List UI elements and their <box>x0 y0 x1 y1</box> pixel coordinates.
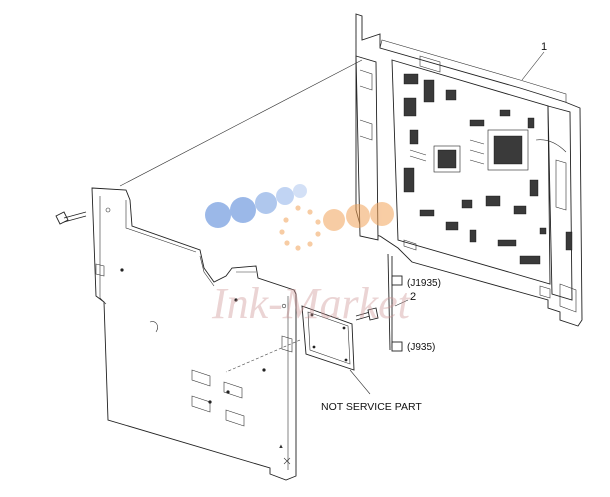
watermark-logo: Ink-Market <box>205 184 412 328</box>
leader-not-service <box>349 369 371 395</box>
watermark-text: Ink-Market <box>211 279 412 328</box>
circuit-board <box>391 59 551 285</box>
callout-j1935: (J1935) <box>407 278 441 289</box>
callout-1: 1 <box>541 41 547 53</box>
screw-left <box>55 211 87 225</box>
leader-1 <box>521 51 545 81</box>
callout-2: 2 <box>410 291 416 303</box>
leader-2 <box>394 299 409 307</box>
alignment-line <box>119 59 363 187</box>
connector-j935 <box>391 341 403 352</box>
mounting-plate <box>301 305 355 371</box>
connector-j1935 <box>391 275 403 286</box>
svg-text:▲: ▲ <box>278 444 284 450</box>
alignment-dash <box>225 339 301 373</box>
formatter-chassis <box>355 13 583 327</box>
cable-assembly <box>387 253 403 352</box>
cover-panel: ▲ <box>91 187 297 481</box>
callout-j935: (J935) <box>407 342 435 353</box>
callout-not-service-part: NOT SERVICE PART <box>321 401 422 413</box>
screw-right <box>355 307 379 321</box>
